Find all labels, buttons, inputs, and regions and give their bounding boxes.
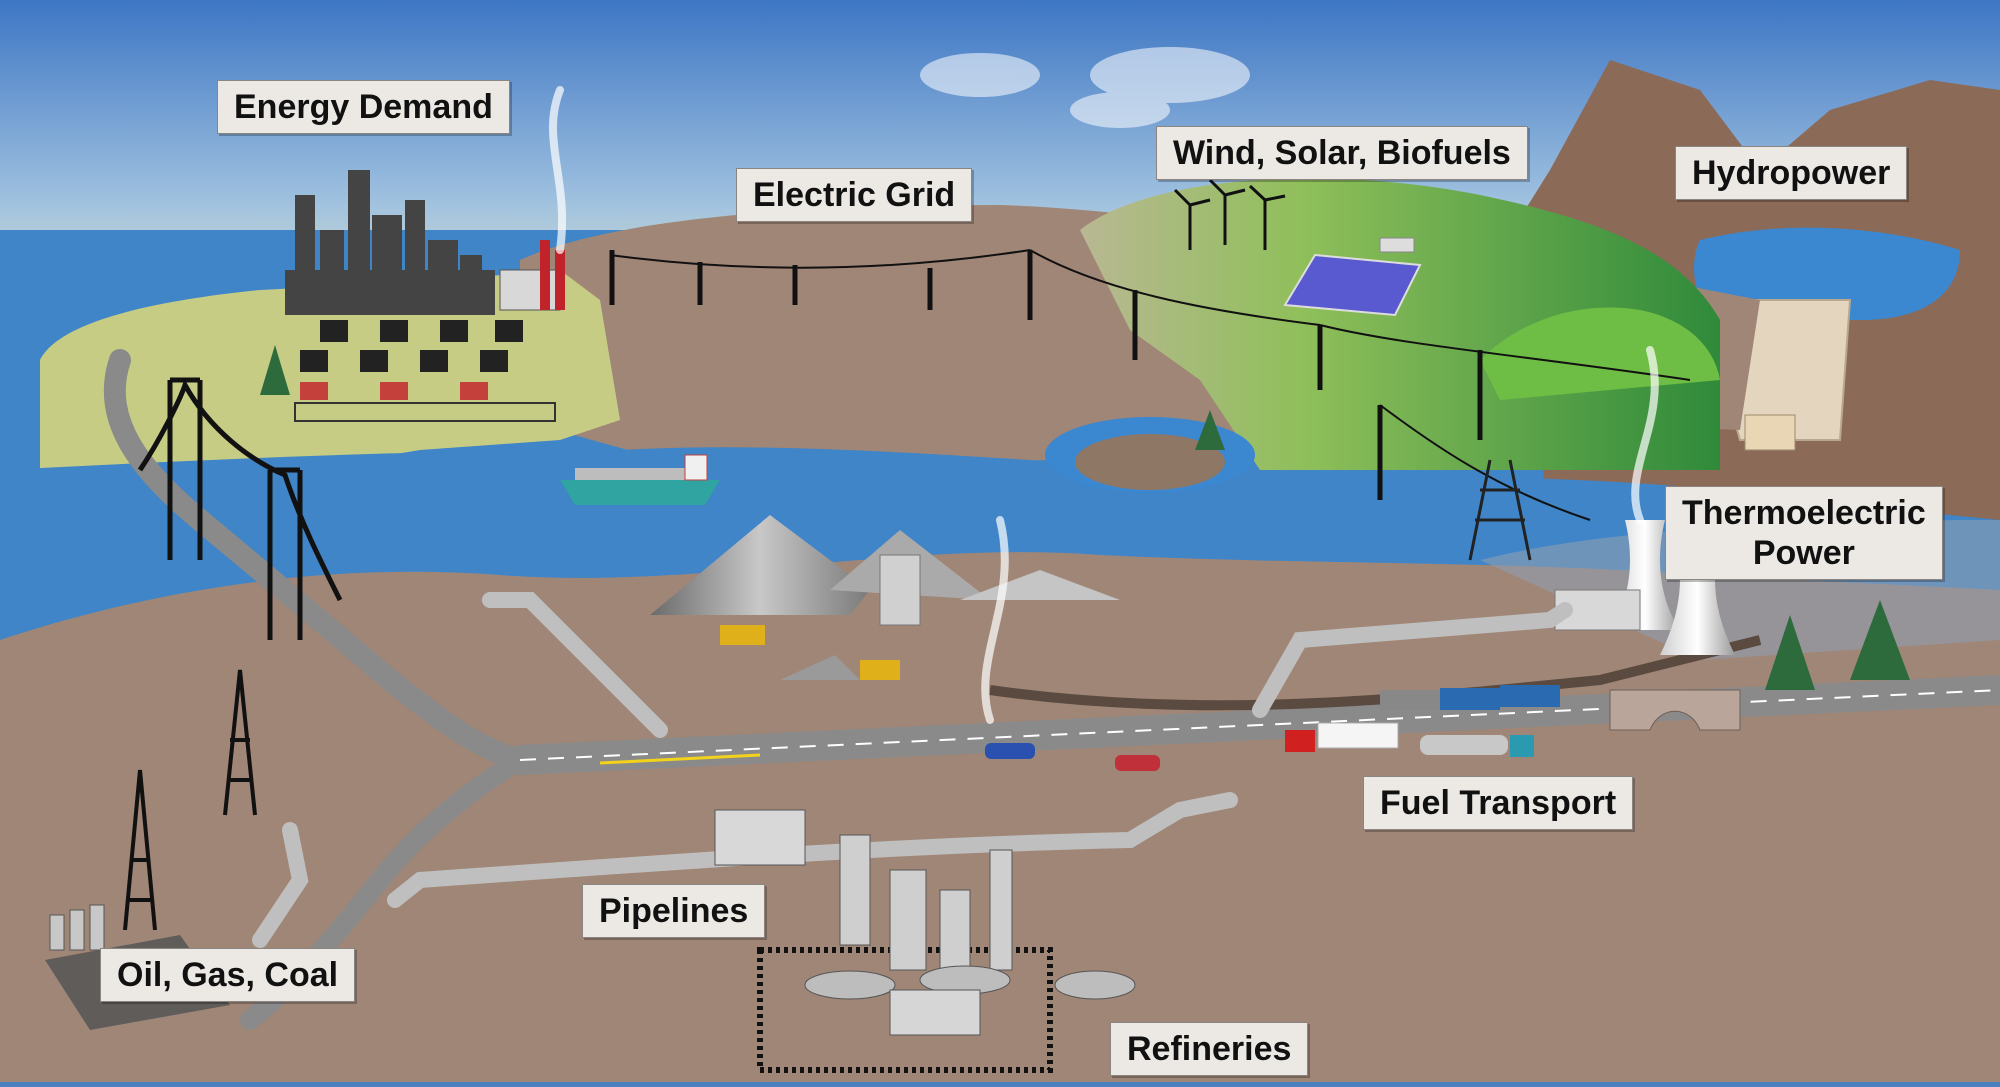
label-electric-grid: Electric Grid — [736, 168, 973, 222]
red-car — [1115, 755, 1160, 771]
storage-tanks — [49, 904, 105, 951]
suspension-bridge — [137, 377, 343, 640]
gravel-pile — [780, 655, 860, 680]
powerhouse — [1744, 414, 1796, 451]
small-green-hill — [1480, 307, 1720, 400]
road-dashes — [519, 689, 2000, 761]
refinery — [714, 809, 1136, 1073]
label-hydropower: Hydropower — [1675, 146, 1908, 200]
pipelines — [252, 592, 1573, 948]
label-pipelines: Pipelines — [582, 884, 766, 938]
stone-bridge — [1609, 689, 1741, 731]
reservoir — [1694, 227, 1960, 320]
bulldozer — [860, 660, 900, 680]
solar-inverter — [1379, 237, 1415, 253]
train — [1380, 685, 1560, 710]
city-peninsula — [40, 270, 620, 520]
label-fuel-transport: Fuel Transport — [1363, 776, 1634, 830]
clouds — [920, 47, 1250, 128]
coal-pile-large — [650, 515, 870, 615]
factory — [499, 240, 565, 311]
coal-silo — [879, 554, 921, 626]
foreground-land — [0, 552, 2000, 1082]
oil-derricks — [123, 669, 257, 931]
label-thermoelectric-power: Thermoelectric Power — [1665, 486, 1943, 580]
dump-truck — [720, 625, 765, 645]
houses — [300, 320, 523, 400]
island — [1075, 434, 1225, 490]
cargo-ship — [560, 454, 720, 505]
solar-panel — [1283, 253, 1422, 317]
city-fence — [294, 402, 556, 422]
transmission-tower — [1468, 459, 1532, 561]
green-hill — [1080, 178, 1720, 470]
label-refineries: Refineries — [1110, 1022, 1309, 1076]
trees — [260, 345, 1910, 690]
label-oil-gas-coal: Oil, Gas, Coal — [100, 948, 356, 1002]
blue-car — [985, 743, 1035, 759]
label-energy-demand: Energy Demand — [217, 80, 510, 134]
semi-truck — [1285, 722, 1399, 752]
city-skyline — [285, 170, 495, 315]
power-lines — [609, 249, 1691, 521]
tanker-truck — [1420, 735, 1534, 757]
road-yellow-line — [599, 753, 761, 765]
steam-plumes — [549, 86, 1659, 724]
label-wind-solar-biofuels: Wind, Solar, Biofuels — [1156, 126, 1528, 180]
wind-turbines — [1173, 178, 1286, 250]
